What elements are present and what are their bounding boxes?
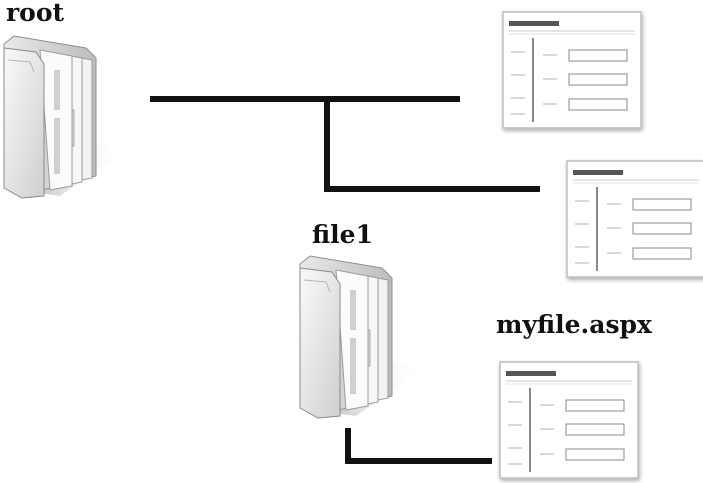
folder-icon	[299, 255, 423, 419]
document-icon	[566, 160, 703, 278]
myfile-label: myfile.aspx	[496, 310, 652, 339]
root-label: root	[6, 0, 65, 27]
folder-icon	[3, 35, 127, 199]
tree-connectors	[150, 96, 540, 464]
document-icon	[499, 361, 639, 479]
document-icon	[502, 11, 642, 129]
file1-label: file1	[312, 220, 373, 249]
